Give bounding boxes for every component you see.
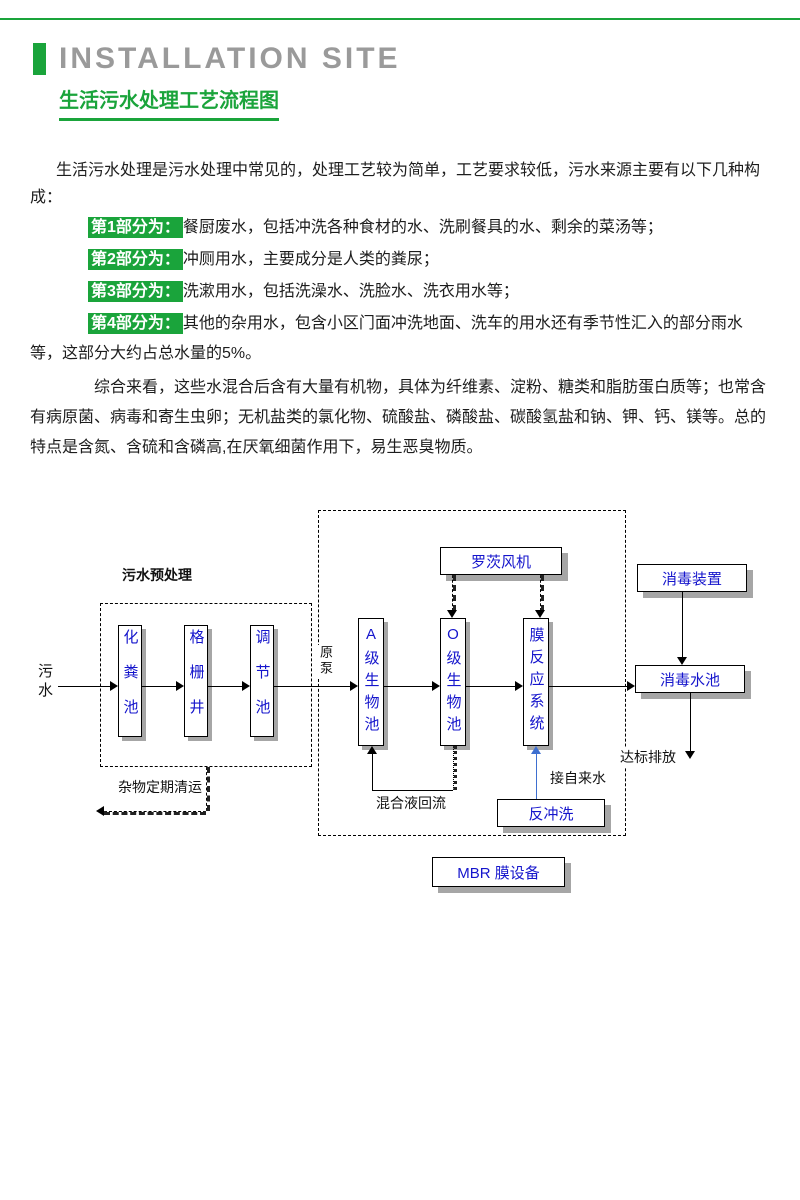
waste-removal-label: 杂物定期清运 (118, 779, 202, 795)
flow-line (466, 686, 515, 687)
disinfection-tank-label: 消毒水池 (659, 671, 720, 689)
process-flow-diagram: 污水预处理 污水 化粪池 格栅井 调节池 原泵 杂物定期清运 罗茨风机 A级生物… (0, 505, 800, 925)
septic-tank-label: 化粪池 (121, 628, 139, 734)
flow-line (549, 686, 627, 687)
waste-return-line (104, 811, 206, 815)
septic-tank-box: 化粪池 (118, 625, 142, 737)
part-text-1: 餐厨废水，包括冲洗各种食材的水、洗刷餐具的水、剩余的菜汤等； (182, 219, 663, 236)
flow-line (142, 686, 176, 687)
waste-return-arrowhead (96, 806, 104, 816)
part-item-1: 第1部分为：餐厨废水，包括冲洗各种食材的水、洗刷餐具的水、剩余的菜汤等； (30, 213, 770, 243)
waste-return-line (206, 767, 210, 811)
flow-line (384, 686, 432, 687)
disinfection-arrowhead (677, 657, 687, 665)
flow-line (274, 686, 350, 687)
flow-arrowhead (350, 681, 358, 691)
flow-arrowhead (242, 681, 250, 691)
recycle-arrowhead (367, 746, 377, 754)
membrane-system-box: 膜反应系统 (523, 618, 549, 746)
part-text-4: 其他的杂用水，包含小区门面冲洗地面、洗车的用水还有季节性汇入的部分雨水等，这部分… (30, 315, 743, 362)
regulating-tank-box: 调节池 (250, 625, 274, 737)
part-text-2: 冲厕用水，主要成分是人类的粪尿； (182, 251, 439, 268)
o-bio-tank-box: O级生物池 (440, 618, 466, 746)
header: INSTALLATION SITE 生活污水处理工艺流程图 (0, 0, 800, 121)
part-label-2: 第2部分为： (88, 249, 183, 270)
intro-text: 生活污水处理是污水处理中常见的，处理工艺较为简单，工艺要求较低，污水来源主要有以… (30, 157, 770, 463)
air-arrowhead (535, 610, 545, 618)
influent-label: 污水 (36, 663, 53, 701)
flow-arrowhead (176, 681, 184, 691)
backwash-label: 反冲洗 (528, 805, 574, 823)
part-item-2: 第2部分为：冲厕用水，主要成分是人类的粪尿； (30, 245, 770, 275)
backwash-box: 反冲洗 (497, 799, 605, 827)
air-line (540, 575, 544, 611)
part-item-4: 第4部分为：其他的杂用水，包含小区门面冲洗地面、洗车的用水还有季节性汇入的部分雨… (30, 309, 770, 369)
part-text-3: 洗漱用水，包括洗澡水、洗脸水、洗衣用水等； (182, 283, 519, 300)
disinfection-device-label: 消毒装置 (661, 570, 722, 588)
roots-blower-label: 罗茨风机 (470, 553, 531, 571)
influent-arrow-line (58, 686, 110, 687)
title-row: INSTALLATION SITE (33, 42, 770, 76)
mbr-equipment-label: MBR 膜设备 (457, 864, 540, 882)
disinfection-device-box: 消毒装置 (637, 564, 747, 592)
accent-bar (33, 43, 46, 75)
part-label-4: 第4部分为： (88, 313, 183, 334)
air-arrowhead (447, 610, 457, 618)
top-divider (0, 18, 800, 20)
disinfection-tank-box: 消毒水池 (635, 665, 745, 693)
roots-blower-box: 罗茨风机 (440, 547, 562, 575)
pretreatment-title: 污水预处理 (122, 567, 192, 583)
intro-paragraph-2: 综合来看，这些水混合后含有大量有机物，具体为纤维素、淀粉、糖类和脂肪蛋白质等；也… (30, 379, 767, 456)
recycle-line (372, 754, 373, 790)
tap-water-line (536, 754, 537, 799)
tap-water-label: 接自来水 (550, 770, 606, 786)
membrane-system-label: 膜反应系统 (527, 627, 545, 737)
flow-line (208, 686, 242, 687)
recycle-line (372, 790, 453, 791)
disinfection-line (682, 592, 683, 657)
part-label-1: 第1部分为： (88, 217, 183, 238)
flow-arrowhead (627, 681, 635, 691)
page-title: INSTALLATION SITE (59, 42, 401, 75)
flow-arrowhead (515, 681, 523, 691)
grid-well-box: 格栅井 (184, 625, 208, 737)
a-bio-tank-box: A级生物池 (358, 618, 384, 746)
tap-water-arrowhead (531, 746, 541, 754)
recycle-line (453, 746, 457, 790)
page-subtitle: 生活污水处理工艺流程图 (59, 84, 279, 121)
recycle-label: 混合液回流 (374, 793, 448, 813)
part-item-3: 第3部分为：洗漱用水，包括洗澡水、洗脸水、洗衣用水等； (30, 277, 770, 307)
part-label-3: 第3部分为： (88, 281, 183, 302)
o-bio-tank-label: O级生物池 (444, 626, 462, 738)
mbr-equipment-box: MBR 膜设备 (432, 857, 565, 887)
a-bio-tank-label: A级生物池 (362, 626, 380, 738)
air-line (452, 575, 456, 611)
grid-well-label: 格栅井 (187, 628, 205, 734)
flow-arrowhead (432, 681, 440, 691)
influent-arrowhead (110, 681, 118, 691)
intro-paragraph-1: 生活污水处理是污水处理中常见的，处理工艺较为简单，工艺要求较低，污水来源主要有以… (30, 162, 761, 206)
discharge-arrowhead (685, 751, 695, 759)
pump-label: 原泵 (314, 645, 337, 677)
pretreatment-dashed-region (100, 603, 312, 767)
regulating-tank-label: 调节池 (253, 628, 271, 734)
discharge-label: 达标排放 (618, 747, 678, 767)
discharge-line (690, 693, 691, 751)
